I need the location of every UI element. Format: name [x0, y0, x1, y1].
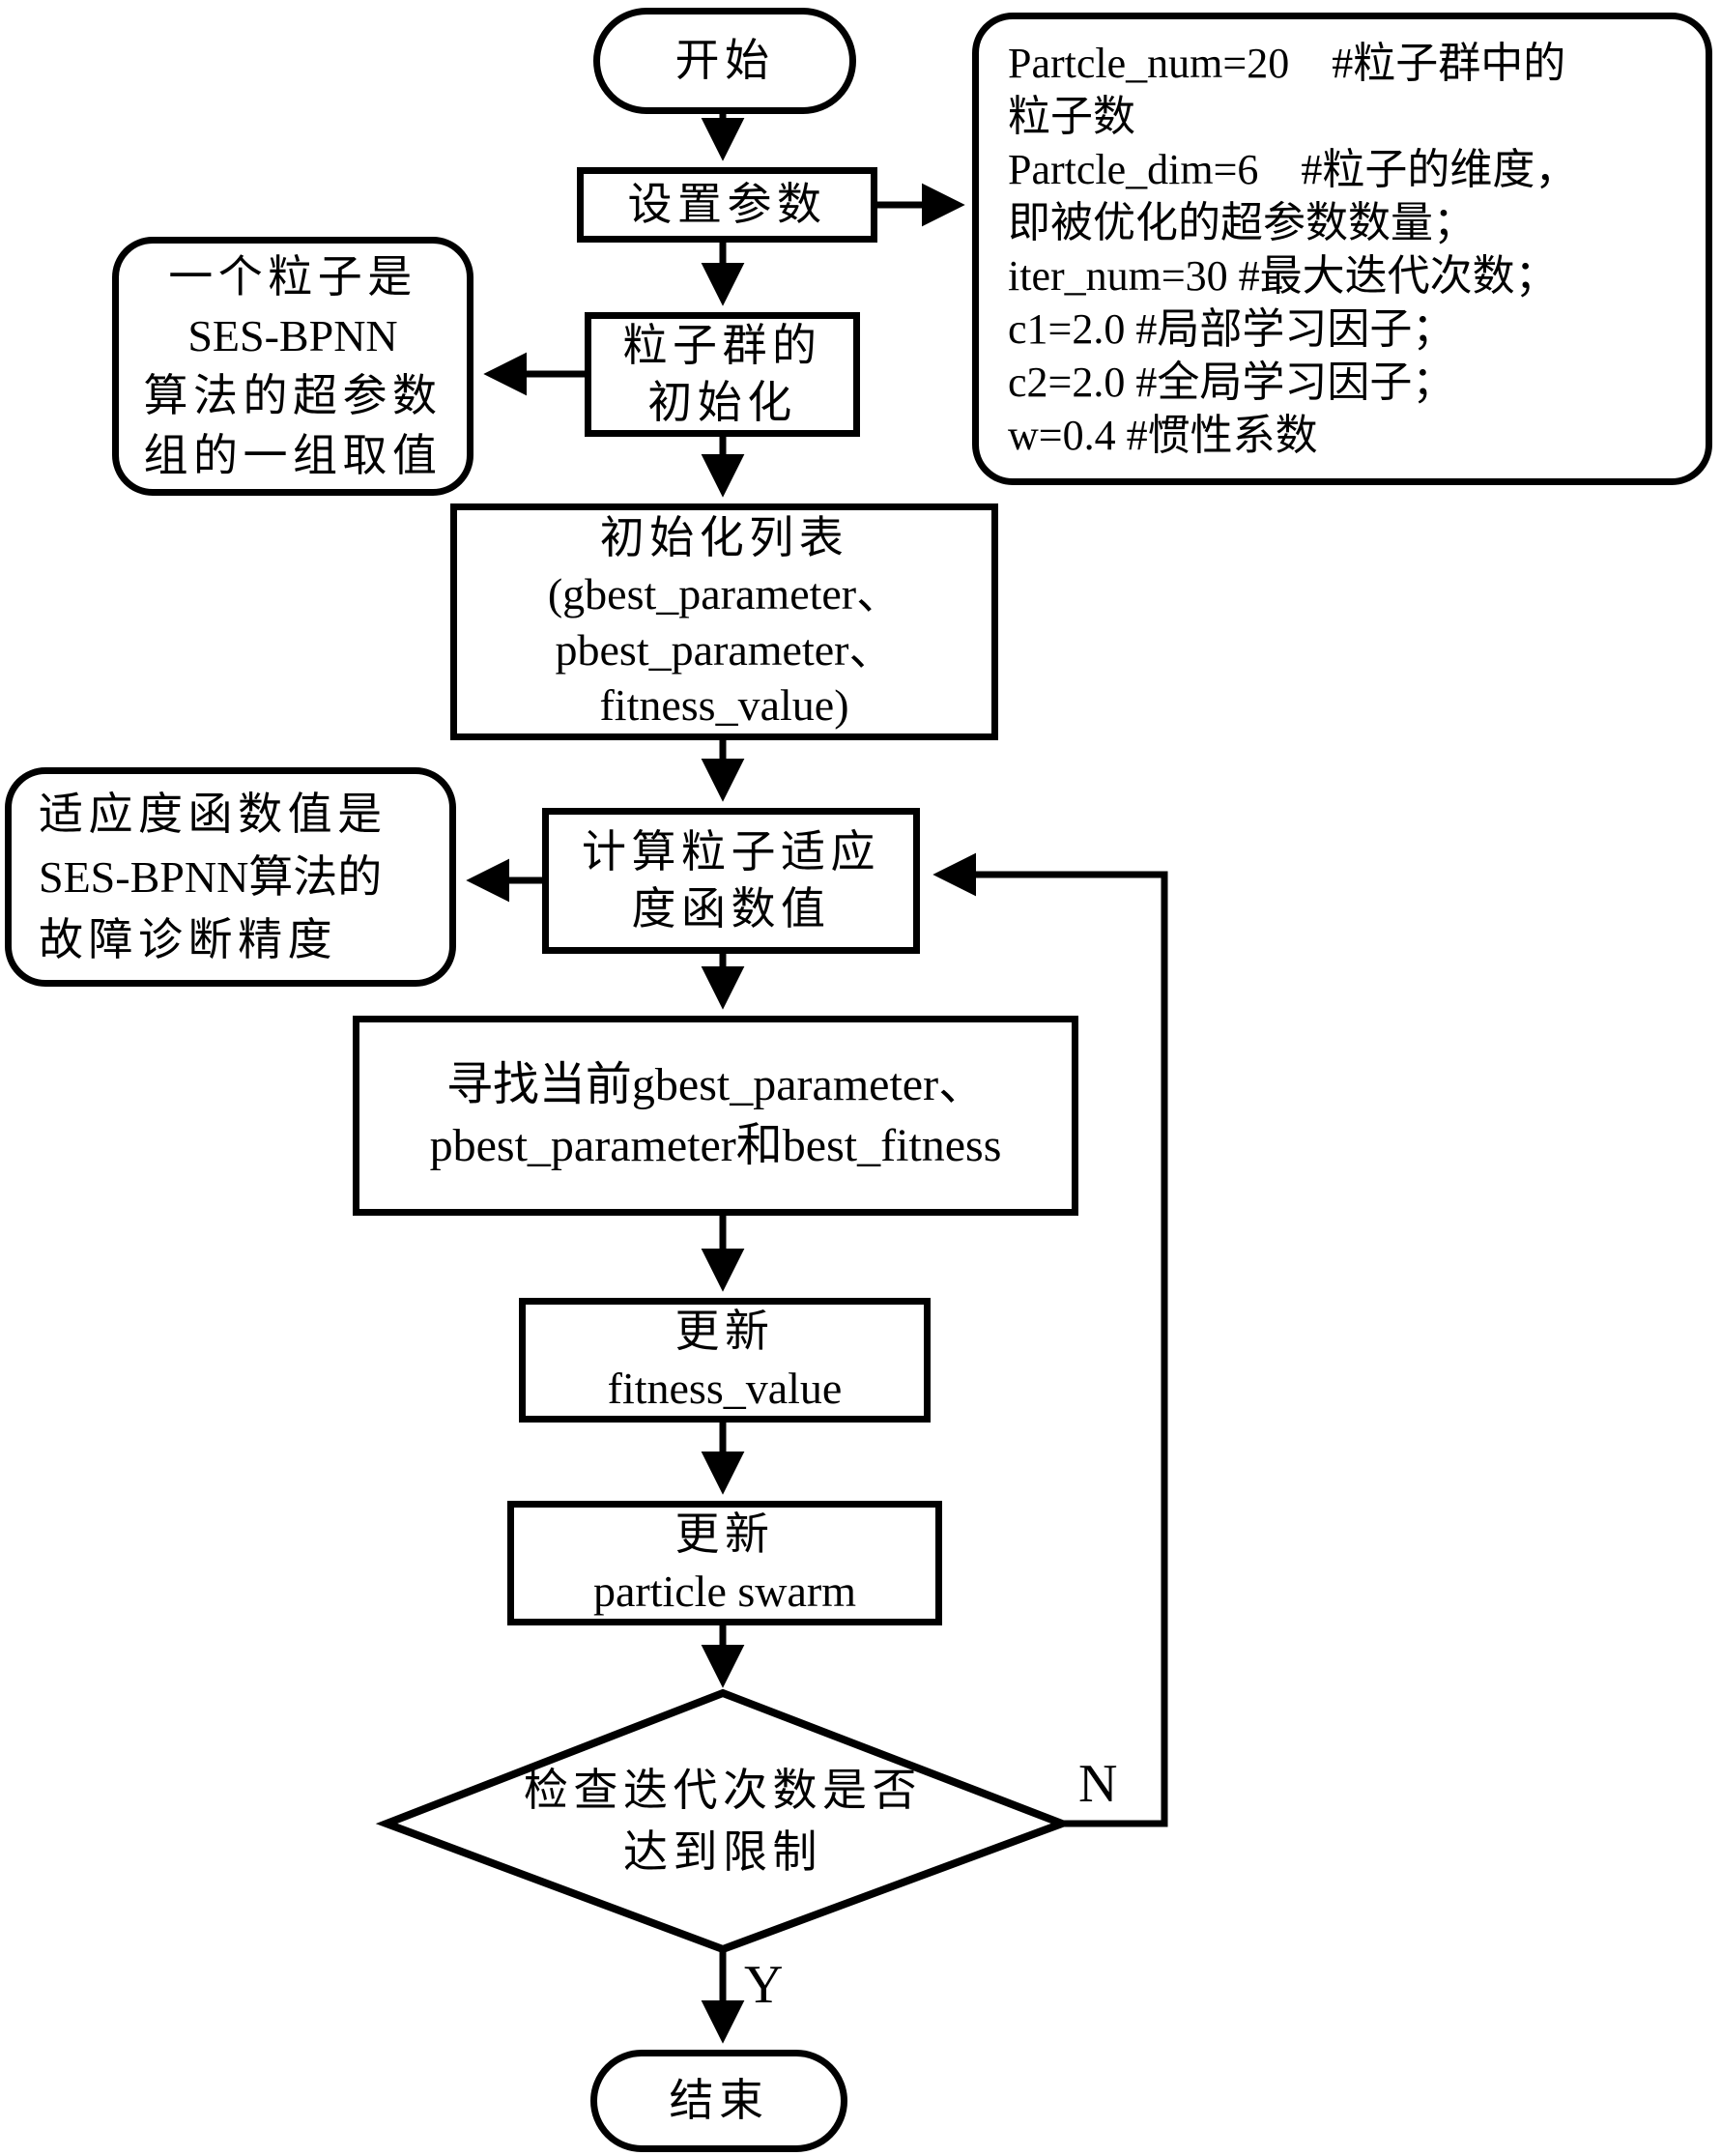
node-label: 粒子群的	[622, 320, 822, 370]
edge-label-yes: Y	[744, 1955, 784, 2015]
node-label: 度函数值	[631, 883, 831, 934]
flow-node-end: 结束	[590, 2050, 847, 2152]
flow-node-init-swarm: 粒子群的 初始化	[585, 312, 860, 437]
edge-label-no: N	[1078, 1754, 1118, 1814]
node-label: 更新	[674, 1306, 775, 1356]
note-particle-definition: 一个粒子是 SES-BPNN 算法的超参数 组的一组取值	[112, 237, 473, 496]
node-label: 寻找当前gbest_parameter、	[445, 1059, 986, 1111]
node-label: particle swarm	[592, 1566, 857, 1616]
node-label: 开始	[674, 35, 775, 85]
node-label: 更新	[674, 1509, 775, 1559]
node-label: 设置参数	[627, 179, 827, 229]
node-label: 计算粒子适应	[581, 826, 881, 877]
flow-node-init-list: 初始化列表 (gbest_parameter、 pbest_parameter、…	[450, 503, 998, 740]
note-line: 故障诊断精度	[39, 915, 338, 965]
note-line: 粒子数	[1008, 92, 1135, 140]
node-label: 达到限制	[622, 1827, 823, 1877]
note-line: SES-BPNN算法的	[39, 851, 383, 902]
node-label: fitness_value	[607, 1363, 843, 1413]
note-line: c2=2.0 #全局学习因子；	[1008, 358, 1455, 406]
node-label: pbest_parameter和best_fitness	[429, 1119, 1002, 1171]
node-label: fitness_value)	[599, 680, 849, 731]
note-line: Partcle_dim=6 #粒子的维度，	[1008, 145, 1578, 193]
node-label: 初始化	[647, 377, 797, 427]
note-line: iter_num=30 #最大迭代次数；	[1008, 251, 1558, 300]
flow-node-set-params: 设置参数	[577, 167, 877, 243]
flow-node-update-fitness: 更新 fitness_value	[519, 1298, 931, 1423]
note-fitness-definition: 适应度函数值是 SES-BPNN算法的 故障诊断精度	[5, 767, 456, 987]
flow-node-check-iteration-label: 检查迭代次数是否 达到限制	[433, 1739, 1013, 1904]
note-parameters: Partcle_num=20 #粒子群中的 粒子数 Partcle_dim=6 …	[972, 13, 1712, 485]
node-label: 初始化列表	[599, 512, 849, 562]
note-line: 算法的超参数	[143, 371, 443, 420]
flow-node-start: 开始	[593, 8, 856, 114]
node-label: 检查迭代次数是否	[523, 1765, 923, 1815]
note-line: 一个粒子是	[168, 251, 417, 302]
note-line: Partcle_num=20 #粒子群中的	[1008, 39, 1566, 87]
node-label: pbest_parameter、	[555, 624, 894, 675]
note-line: 适应度函数值是	[39, 789, 387, 839]
flow-node-compute-fitness: 计算粒子适应 度函数值	[542, 808, 920, 954]
note-line: 组的一组取值	[143, 430, 443, 480]
decision-diamond	[375, 1688, 1074, 1954]
node-label: 结束	[669, 2075, 769, 2125]
note-line: SES-BPNN	[187, 311, 398, 361]
flow-node-update-swarm: 更新 particle swarm	[507, 1501, 942, 1625]
note-line: w=0.4 #惯性系数	[1008, 411, 1318, 459]
node-label: (gbest_parameter、	[547, 568, 902, 618]
note-line: 即被优化的超参数数量；	[1008, 198, 1476, 246]
flow-node-find-best: 寻找当前gbest_parameter、 pbest_parameter和bes…	[353, 1016, 1078, 1216]
note-line: c1=2.0 #局部学习因子；	[1008, 304, 1455, 353]
edge-diamond-no-loop	[932, 852, 1168, 1827]
